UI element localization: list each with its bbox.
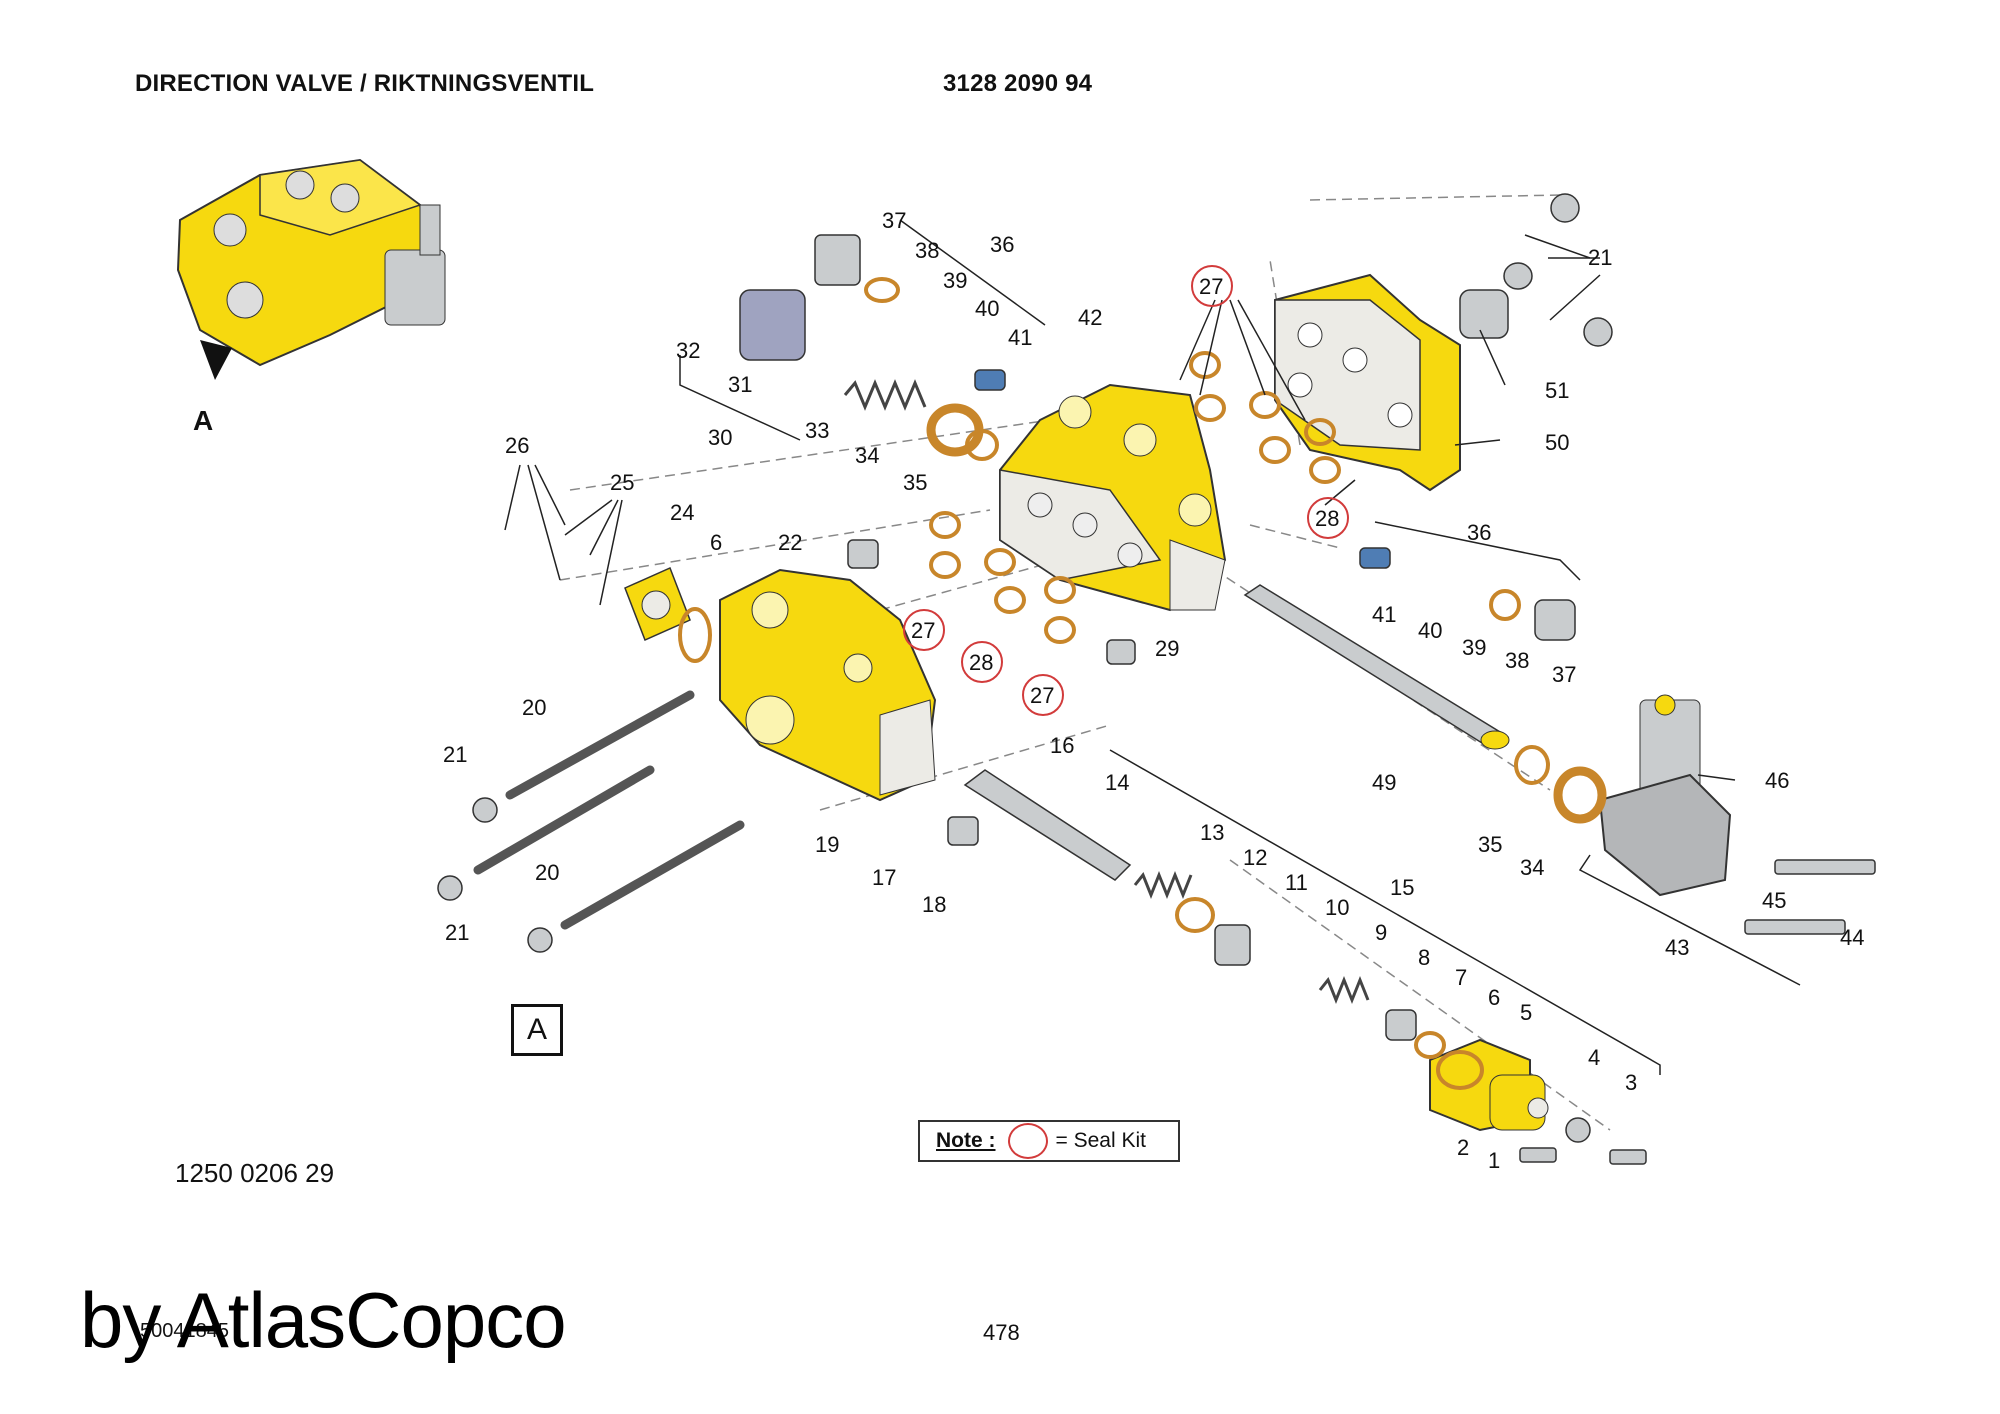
page-number: 478 <box>983 1320 1020 1345</box>
callout-37a: 37 <box>882 208 906 233</box>
callout-9: 9 <box>1375 920 1387 945</box>
callout-25: 25 <box>610 470 634 495</box>
callout-36b: 36 <box>1467 520 1491 545</box>
end-cap-5 <box>1429 1038 1549 1132</box>
callout-27c: 27 <box>1030 683 1054 708</box>
callout-22: 22 <box>778 530 802 555</box>
callout-38a: 38 <box>915 238 939 263</box>
hardware <box>437 193 1876 1165</box>
spool-14 <box>963 769 1132 881</box>
springs <box>843 379 1370 1005</box>
callout-32: 32 <box>676 338 700 363</box>
view-arrow-icon <box>200 340 232 380</box>
callout-24: 24 <box>670 500 694 525</box>
page-title: DIRECTION VALVE / RIKTNINGSVENTIL <box>135 70 595 97</box>
callout-21c: 21 <box>1588 245 1612 270</box>
assembly-overview <box>176 158 446 380</box>
callout-30: 30 <box>708 425 732 450</box>
callout-34b: 34 <box>1520 855 1544 880</box>
callout-6b: 6 <box>710 530 722 555</box>
seal-kit-note: Note : = Seal Kit <box>918 1120 1180 1162</box>
callout-31: 31 <box>728 372 752 397</box>
note-text: = Seal Kit <box>1055 1129 1146 1152</box>
callout-28b: 28 <box>969 650 993 675</box>
o-rings <box>678 277 1607 1090</box>
callout-20b: 20 <box>535 860 559 885</box>
callout-29: 29 <box>1155 636 1179 661</box>
callout-50: 50 <box>1545 430 1569 455</box>
callout-49: 49 <box>1372 770 1396 795</box>
pilot-head-46 <box>1598 694 1732 897</box>
callout-36a: 36 <box>990 232 1014 257</box>
reference-code: 50041845 <box>140 1320 229 1342</box>
callout-2: 2 <box>1457 1135 1469 1160</box>
check-valves <box>974 369 1391 569</box>
callout-45: 45 <box>1762 888 1786 913</box>
callout-34a: 34 <box>855 443 879 468</box>
callout-27a: 27 <box>1199 274 1223 299</box>
watermark: by AtlasCopco <box>80 1276 567 1364</box>
callout-8: 8 <box>1418 945 1430 970</box>
callout-40a: 40 <box>975 296 999 321</box>
callout-38b: 38 <box>1505 648 1529 673</box>
callout-51: 51 <box>1545 378 1569 403</box>
callout-16: 16 <box>1050 733 1074 758</box>
seal-kit-circle-icon <box>1007 1123 1048 1159</box>
callout-4: 4 <box>1588 1045 1600 1070</box>
valve-body-42 <box>999 383 1227 612</box>
callout-21a: 21 <box>443 742 467 767</box>
callout-44: 44 <box>1840 925 1864 950</box>
callout-17: 17 <box>872 865 896 890</box>
callout-40b: 40 <box>1418 618 1442 643</box>
callout-7: 7 <box>1455 965 1467 990</box>
callout-33: 33 <box>805 418 829 443</box>
callout-14: 14 <box>1105 770 1129 795</box>
callout-10: 10 <box>1325 895 1349 920</box>
view-a-box: A <box>511 1004 563 1056</box>
callout-15: 15 <box>1390 875 1414 900</box>
callout-labels: 1 2 3 4 5 6 6 7 8 9 10 11 12 13 14 15 16… <box>443 208 1864 1173</box>
view-label-a: A <box>193 405 213 436</box>
callout-11: 11 <box>1285 870 1308 895</box>
end-cover-50 <box>1274 273 1461 492</box>
callout-19: 19 <box>815 832 839 857</box>
callout-46: 46 <box>1765 768 1789 793</box>
callout-35a: 35 <box>903 470 927 495</box>
callout-41a: 41 <box>1008 325 1032 350</box>
callout-26: 26 <box>505 433 529 458</box>
tie-rods-20 <box>473 690 745 930</box>
leader-lines <box>504 219 1801 1075</box>
callout-12: 12 <box>1243 845 1267 870</box>
valve-section-19 <box>624 566 937 802</box>
callout-42: 42 <box>1078 305 1102 330</box>
callout-3: 3 <box>1625 1070 1637 1095</box>
callout-13: 13 <box>1200 820 1224 845</box>
callout-27b: 27 <box>911 618 935 643</box>
spool-49 <box>1243 584 1510 750</box>
callout-39a: 39 <box>943 268 967 293</box>
callout-18: 18 <box>922 892 946 917</box>
part-number: 3128 2090 94 <box>943 70 1093 97</box>
callout-39b: 39 <box>1462 635 1486 660</box>
callout-28a: 28 <box>1315 506 1339 531</box>
callout-6a: 6 <box>1488 985 1500 1010</box>
callout-1: 1 <box>1488 1148 1500 1173</box>
callout-20a: 20 <box>522 695 546 720</box>
callout-41b: 41 <box>1372 602 1396 627</box>
callout-21b: 21 <box>445 920 469 945</box>
note-label: Note : <box>936 1129 996 1152</box>
seal-kit-markers <box>903 265 1349 716</box>
drawing-code: 1250 0206 29 <box>175 1158 335 1188</box>
callout-37b: 37 <box>1552 662 1576 687</box>
callout-43: 43 <box>1665 935 1689 960</box>
callout-35b: 35 <box>1478 832 1502 857</box>
callout-5: 5 <box>1520 1000 1532 1025</box>
